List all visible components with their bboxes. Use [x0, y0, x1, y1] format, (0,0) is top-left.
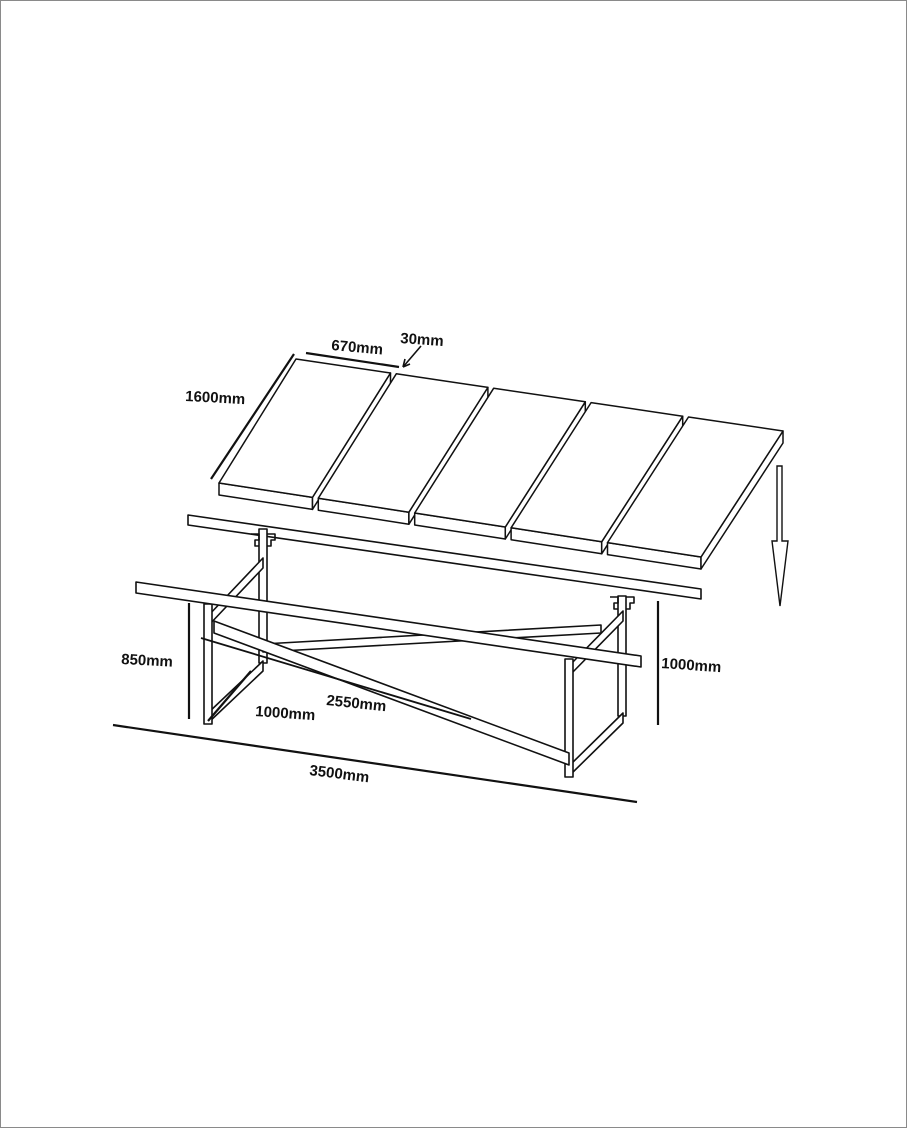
panel-top-face: [413, 387, 587, 528]
panel-top-face: [317, 373, 489, 513]
dim-line-1000-depth: [207, 670, 252, 722]
table-top-panels: [218, 358, 784, 570]
back-top-rail: [187, 514, 702, 600]
label-panel-length: 1600mm: [185, 388, 246, 408]
panel-top-face: [218, 358, 392, 499]
label-left-height: 850mm: [121, 651, 174, 671]
dimension-lines: [112, 351, 660, 804]
table-top-panel: [606, 416, 784, 570]
right-side-lower-brace: [568, 712, 624, 777]
dim-line-3500: [112, 723, 638, 804]
panel-top-face: [606, 416, 784, 558]
panel-top-face: [510, 401, 684, 543]
dim-line-670: [305, 351, 400, 369]
diagonal-beam: [213, 620, 570, 766]
left-bracket: [251, 533, 276, 547]
right-front-leg: [564, 658, 574, 778]
dim-line-2550: [200, 637, 472, 720]
thickness-arrow: [402, 345, 422, 368]
left-side-upper-brace: [207, 557, 264, 627]
label-diagonal-length: 2550mm: [326, 692, 387, 715]
left-front-leg: [203, 603, 213, 725]
label-frame-depth: 1000mm: [255, 703, 316, 724]
label-right-height: 1000mm: [661, 655, 722, 676]
dim-line-1600: [210, 353, 295, 480]
label-panel-thickness: 30mm: [400, 330, 444, 350]
front-top-rail: [135, 581, 642, 668]
frame: [135, 514, 702, 778]
label-panel-width: 670mm: [331, 337, 384, 358]
down-arrow-icon: [771, 465, 789, 607]
right-bracket: [610, 596, 635, 610]
right-side-upper-brace: [568, 610, 624, 677]
label-total-length: 3500mm: [309, 762, 371, 786]
